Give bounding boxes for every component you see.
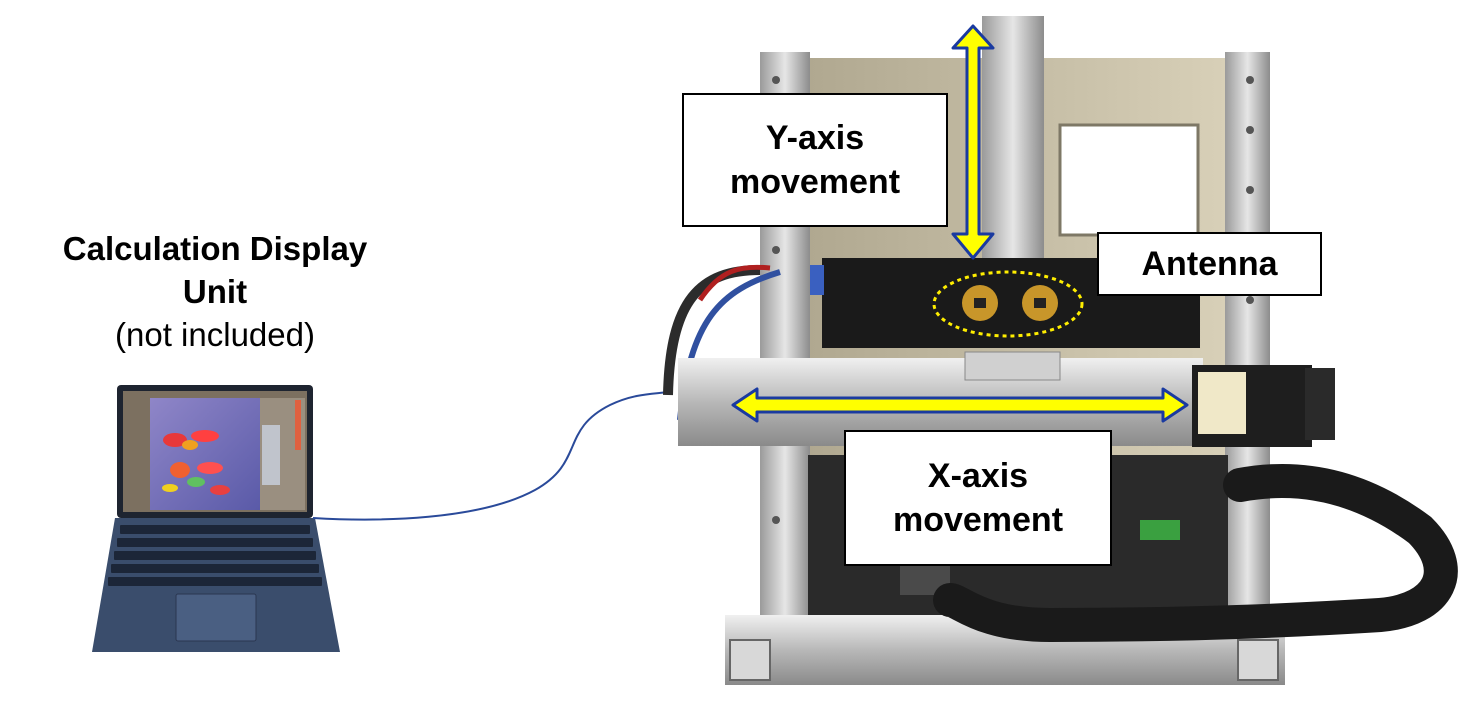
antenna-ports: [962, 285, 1058, 321]
laptop-keys: [108, 525, 322, 586]
x-axis-label-line1: X-axis: [927, 456, 1029, 495]
back-plate-window: [1058, 123, 1200, 237]
screen-doors: [262, 425, 280, 485]
y-axis-callout: Y-axis movement: [682, 93, 948, 227]
screen-colorbar: [295, 400, 301, 450]
data-cable: [312, 391, 669, 521]
right-rail: [1225, 52, 1270, 652]
calc-unit-title-line2: Unit: [182, 272, 248, 310]
laptop: [92, 385, 340, 652]
y-axis-label-line1: Y-axis: [765, 118, 865, 157]
antenna-highlight: [932, 270, 1084, 338]
y-axis-rail: [982, 16, 1044, 266]
cable-chain: [933, 464, 1458, 643]
screen-heatmap-blobs: [162, 430, 230, 495]
y-axis-arrow: [951, 24, 995, 260]
y-axis-label-line2: movement: [729, 163, 901, 201]
calc-unit-note: (not included): [115, 315, 315, 353]
x-axis-callout: X-axis movement: [844, 430, 1112, 566]
calculation-unit-label: Calculation Display Unit (not included): [10, 228, 420, 357]
screen-scan-panel: [150, 398, 260, 510]
x-axis-arrow: [731, 387, 1189, 423]
antenna-callout: Antenna: [1097, 232, 1322, 296]
laptop-trackpad: [175, 593, 257, 642]
x-axis-label-line2: movement: [892, 501, 1064, 539]
antenna-label: Antenna: [1141, 244, 1278, 283]
calc-unit-title-line1: Calculation Display: [62, 230, 368, 267]
